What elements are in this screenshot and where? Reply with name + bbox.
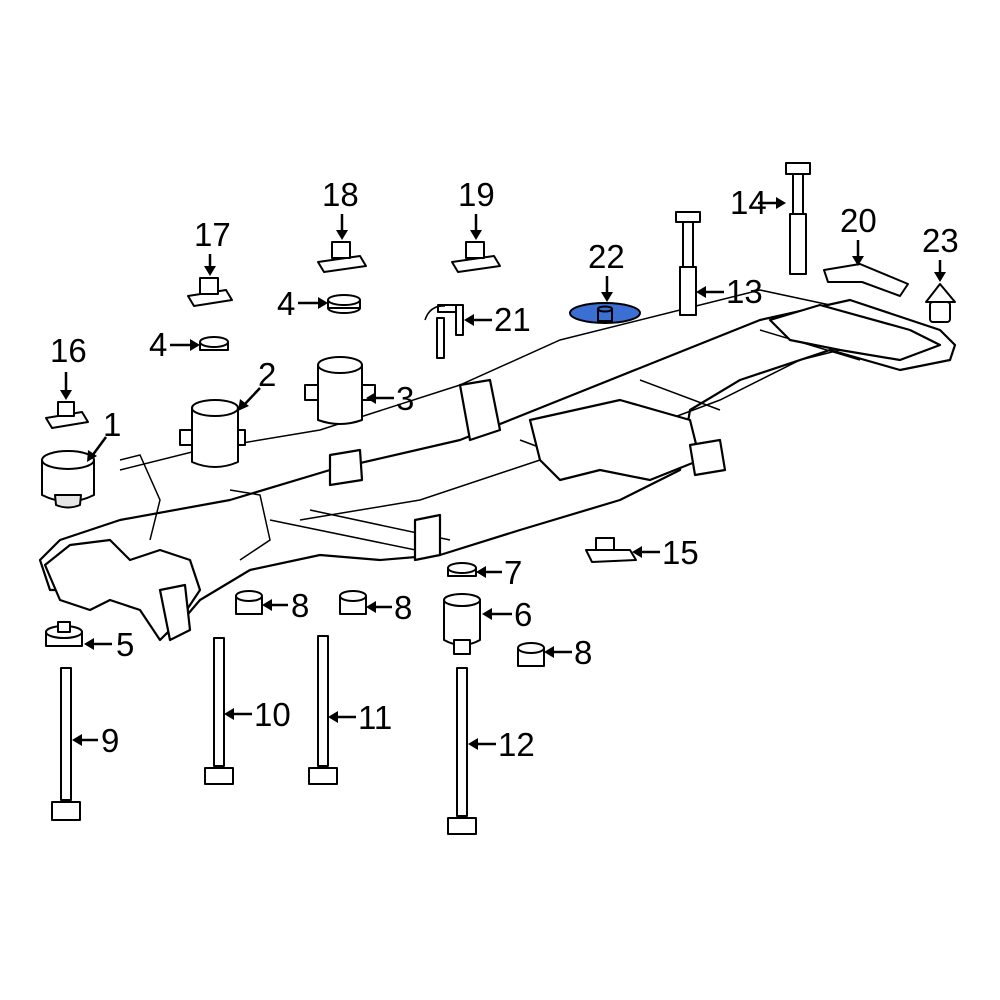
callout-19: 19 [458, 176, 495, 213]
callout-22: 22 [588, 238, 625, 275]
part-21-u-bolt [424, 304, 464, 359]
part-22-washer-highlighted [569, 302, 641, 324]
callout-13: 13 [726, 273, 763, 310]
part-2-body-mount [179, 399, 246, 468]
part-12-bolt [447, 667, 477, 835]
callout-4-upper: 4 [277, 285, 295, 322]
callout-18: 18 [322, 176, 359, 213]
part-9-bolt [51, 667, 81, 821]
callout-21: 21 [494, 301, 531, 338]
callout-3: 3 [396, 380, 414, 417]
part-11-bolt [308, 635, 338, 785]
part-14-bolt [785, 162, 811, 275]
callout-4-lower: 4 [149, 326, 167, 363]
part-17-cage-nut [187, 277, 233, 307]
part-4-spacer-lower [199, 336, 229, 351]
callout-1: 1 [103, 406, 121, 443]
callout-2: 2 [258, 356, 276, 393]
callout-8-b: 8 [394, 589, 412, 626]
part-23-clip [925, 283, 956, 323]
part-8-nut-c [517, 642, 545, 667]
callout-16: 16 [50, 332, 87, 369]
part-16-cage-nut [45, 401, 89, 429]
part-20-bracket [823, 263, 909, 297]
part-8-nut-a [235, 590, 263, 615]
part-15-bracket [585, 537, 637, 563]
callout-6: 6 [514, 596, 532, 633]
part-7-spacer [447, 562, 477, 577]
callouts: 1 2 3 4 4 5 6 7 8 8 [50, 176, 959, 763]
part-1-body-mount [41, 450, 95, 509]
callout-14: 14 [730, 184, 767, 221]
callout-23: 23 [922, 222, 959, 259]
callout-17: 17 [194, 216, 231, 253]
callout-10: 10 [254, 696, 291, 733]
part-8-nut-b [339, 590, 367, 615]
callout-9: 9 [101, 722, 119, 759]
part-19-cage-nut [451, 241, 501, 273]
part-13-bolt [675, 211, 701, 316]
callout-20: 20 [840, 202, 877, 239]
callout-12: 12 [498, 726, 535, 763]
part-10-bolt [204, 637, 234, 785]
callout-5: 5 [116, 626, 134, 663]
vehicle-frame [38, 289, 957, 642]
part-4-spacer-upper [327, 294, 361, 314]
part-18-cage-nut [317, 241, 367, 273]
part-5-insulator [45, 621, 83, 647]
callout-11: 11 [358, 699, 392, 736]
part-3-body-mount [304, 356, 376, 425]
callout-8-a: 8 [291, 587, 309, 624]
callout-15: 15 [662, 534, 699, 571]
callout-8-c: 8 [574, 634, 592, 671]
part-6-insulator [443, 593, 481, 655]
callout-7: 7 [504, 554, 522, 591]
